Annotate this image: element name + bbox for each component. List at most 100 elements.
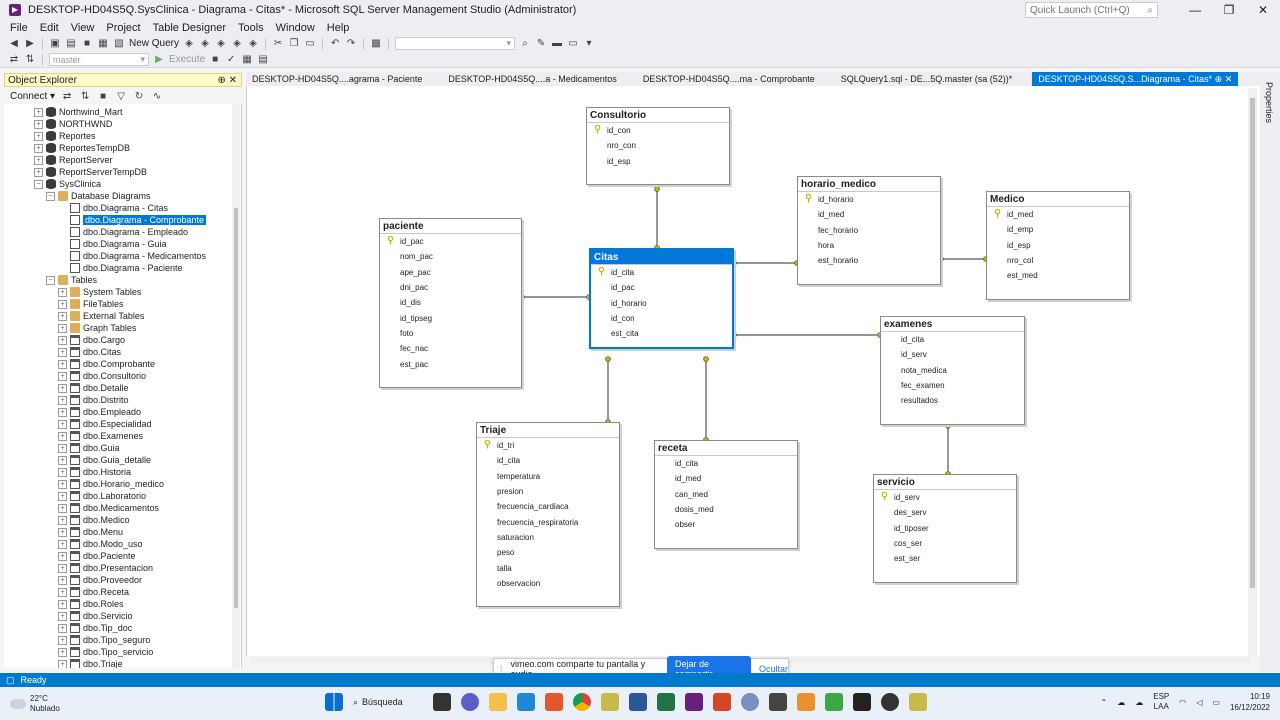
diagram-column[interactable]: est_ser <box>894 554 921 564</box>
toolbox-icon[interactable]: ▬ <box>552 38 563 49</box>
find-icon[interactable]: ⌕ <box>522 38 528 49</box>
database-combo[interactable]: master▾ <box>49 53 149 66</box>
tree-node[interactable]: dbo.Diagrama - Guia <box>58 238 167 250</box>
task-view-icon[interactable] <box>433 693 451 711</box>
diagram-table-title[interactable]: Triaje <box>477 423 619 438</box>
xmla-query-icon[interactable]: ◈ <box>233 38 241 49</box>
file-explorer-icon[interactable] <box>489 693 507 711</box>
expand-toggle-icon[interactable]: + <box>34 131 43 141</box>
tree-node[interactable]: +dbo.Guia <box>58 442 120 454</box>
tree-node[interactable]: +External Tables <box>58 310 144 322</box>
properties-side-tab[interactable]: Properties <box>1260 72 1280 672</box>
tree-node[interactable]: dbo.Diagrama - Citas <box>58 202 168 214</box>
expand-toggle-icon[interactable]: + <box>58 587 67 597</box>
tree-node[interactable]: +ReportServerTempDB <box>34 166 147 178</box>
expand-toggle-icon[interactable]: + <box>58 383 67 393</box>
diagram-column[interactable]: nota_medica <box>901 365 947 375</box>
expand-toggle-icon[interactable]: − <box>46 191 55 201</box>
tree-node[interactable]: +dbo.Horario_medico <box>58 478 164 490</box>
diagram-column[interactable]: id_esp <box>607 156 631 166</box>
connect-icon[interactable]: ⇄ <box>62 90 72 102</box>
expand-toggle-icon[interactable]: + <box>34 119 43 129</box>
ssms-icon[interactable] <box>601 693 619 711</box>
expand-toggle-icon[interactable]: + <box>58 467 67 477</box>
diagram-column[interactable]: des_serv <box>894 508 927 518</box>
expand-toggle-icon[interactable]: − <box>34 179 43 189</box>
diagram-table-title[interactable]: servicio <box>874 475 1016 490</box>
diagram-column[interactable]: ape_pac <box>400 267 431 277</box>
object-explorer-tree[interactable]: +Northwind_Mart+NORTHWND+Reportes+Report… <box>4 104 242 668</box>
tree-node[interactable]: +dbo.Roles <box>58 598 124 610</box>
filter-icon[interactable]: ▽ <box>117 90 125 102</box>
redo-icon[interactable]: ↷ <box>346 38 356 49</box>
diagram-column[interactable]: temperatura <box>497 471 541 481</box>
new-project-icon[interactable]: ▣ <box>50 38 60 49</box>
tree-node[interactable]: +dbo.Laboratorio <box>58 490 146 502</box>
diagram-column[interactable]: dni_pac <box>400 283 429 293</box>
connect-dropdown[interactable]: Connect ▾ <box>10 90 56 102</box>
battery-icon[interactable]: ▭ <box>1212 697 1220 707</box>
tree-node[interactable]: dbo.Diagrama - Paciente <box>58 262 183 274</box>
expand-toggle-icon[interactable]: + <box>58 299 67 309</box>
tree-node[interactable]: +Reportes <box>34 130 96 142</box>
maximize-button[interactable]: ❐ <box>1223 3 1235 17</box>
hide-button[interactable]: Ocultar <box>758 664 788 674</box>
paste-icon[interactable]: ▭ <box>305 38 315 49</box>
diagram-column[interactable]: id_tiposer <box>894 523 929 533</box>
diagram-table-title[interactable]: examenes <box>881 317 1024 332</box>
dmx-query-icon[interactable]: ◈ <box>217 38 225 49</box>
diagram-column[interactable]: id_cita <box>901 335 925 345</box>
expand-toggle-icon[interactable]: + <box>58 539 67 549</box>
diagram-column[interactable]: id_med <box>675 474 702 484</box>
tree-node[interactable]: +ReportServer <box>34 154 113 166</box>
tree-node[interactable]: +ReportesTempDB <box>34 142 130 154</box>
diagram-column[interactable]: fec_nac <box>400 344 429 354</box>
expand-toggle-icon[interactable]: + <box>58 635 67 645</box>
tree-node[interactable]: +dbo.Distrito <box>58 394 129 406</box>
plan-icon[interactable]: ▦ <box>242 54 252 65</box>
document-tab[interactable]: DESKTOP-HD04S5Q.S...Diagrama - Citas* ⊕ … <box>1032 72 1239 86</box>
expand-toggle-icon[interactable]: + <box>34 107 43 117</box>
excel-icon[interactable] <box>657 693 675 711</box>
connect-icon[interactable]: ⇄ <box>9 54 19 65</box>
expand-toggle-icon[interactable]: + <box>58 335 67 345</box>
diagram-table-title[interactable]: Citas <box>591 250 732 265</box>
activity-monitor-icon[interactable]: ▩ <box>371 38 381 49</box>
chrome-icon[interactable] <box>573 693 591 711</box>
menu-help[interactable]: Help <box>326 21 350 34</box>
pin-close-icons[interactable]: ⊕ ✕ <box>217 74 237 86</box>
tree-node[interactable]: +dbo.Especialidad <box>58 418 152 430</box>
green-app-icon[interactable] <box>825 693 843 711</box>
expand-toggle-icon[interactable]: + <box>58 395 67 405</box>
chat-icon[interactable] <box>461 693 479 711</box>
diagram-column[interactable]: cos_ser <box>894 539 923 549</box>
diagram-column[interactable]: est_cita <box>611 329 639 339</box>
tree-node[interactable]: −Database Diagrams <box>46 190 151 202</box>
tree-node[interactable]: +dbo.Empleado <box>58 406 141 418</box>
tree-node[interactable]: +dbo.Consultorio <box>58 370 146 382</box>
forward-icon[interactable]: ▶ <box>26 38 34 49</box>
tree-node[interactable]: dbo.Diagrama - Empleado <box>58 226 188 238</box>
expand-toggle-icon[interactable]: + <box>58 599 67 609</box>
chevron-up-icon[interactable]: ⌃ <box>1100 697 1108 707</box>
expand-toggle-icon[interactable]: + <box>58 563 67 573</box>
expand-toggle-icon[interactable]: + <box>58 443 67 453</box>
diagram-column[interactable]: hora <box>818 241 835 251</box>
tree-node[interactable]: dbo.Diagrama - Comprobante <box>58 214 207 226</box>
diagram-column[interactable]: est_pac <box>400 359 429 369</box>
tree-node[interactable]: +dbo.Menu <box>58 526 123 538</box>
new-query-icon[interactable]: ▧ <box>114 38 124 49</box>
tree-node[interactable]: +dbo.Paciente <box>58 550 136 562</box>
undo-icon[interactable]: ↶ <box>330 38 340 49</box>
tree-node[interactable]: +Northwind_Mart <box>34 106 123 118</box>
results-icon[interactable]: ▤ <box>258 54 268 65</box>
save-all-icon[interactable]: ▦ <box>98 38 108 49</box>
tree-node[interactable]: +Graph Tables <box>58 322 136 334</box>
volume-icon[interactable]: ◁ <box>1196 697 1203 707</box>
diagram-column[interactable]: est_med <box>1007 271 1038 281</box>
